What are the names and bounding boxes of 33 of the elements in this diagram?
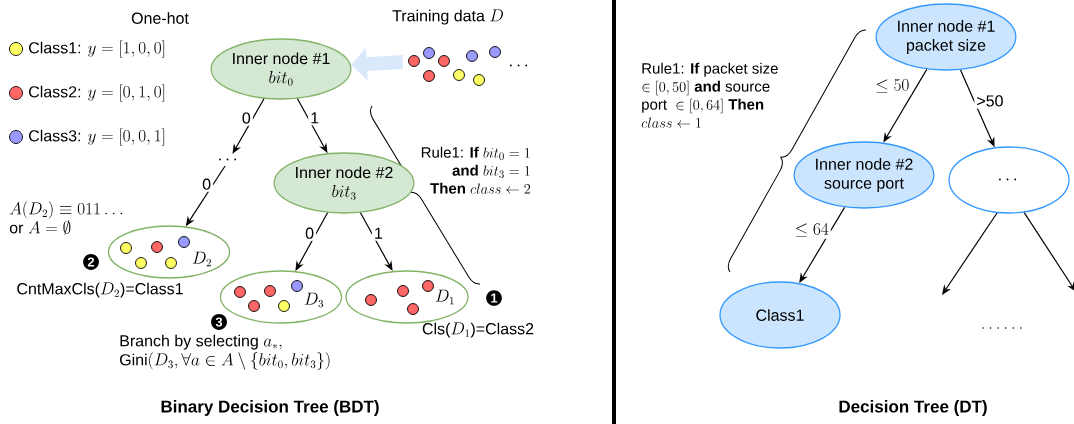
leaf-node: Class1	[719, 281, 841, 349]
annotation-text: $\begin{array}{l}\text{Branch by selecting }a_*,\\\mathrm{Gini}(D_3,\forall a\in A\setminus\{bit_0,bit_3\})\end{array}$	[120, 334, 330, 370]
arrow	[942, 212, 998, 295]
legend-text: $\text{Class2: }y=[0,1,0]$	[29, 84, 165, 102]
legend-text: $\text{Class3: }y=[0,0,1]$	[29, 128, 165, 146]
edge-label: >50	[974, 93, 1006, 109]
legend-heading: One-hot	[131, 12, 189, 24]
tree-node: $\cdots$	[948, 146, 1070, 214]
annotation-text: $\text{CntMaxCls(}D_2\text{)=Class1}$	[17, 282, 183, 298]
annotation-text: $\text{Cls(}D_1\text{)=Class2}$	[422, 322, 534, 338]
tree-node: Inner node #2 $bit_3$	[273, 152, 415, 214]
ellipsis: $\cdots$	[510, 64, 528, 67]
tree-node: Inner node #1 $bit_0$	[210, 38, 352, 100]
legend-text: $\text{Class1: }y=[1,0,0]$	[29, 40, 165, 58]
callout-number: 2	[83, 254, 99, 270]
edge-label: 1	[371, 225, 385, 241]
edge-label: 0	[239, 110, 253, 126]
panel-title: Binary Decision Tree (BDT)	[161, 400, 379, 416]
arrow	[1023, 212, 1074, 292]
edge-label: 0	[200, 176, 214, 192]
tree-node: Inner node #2 source port	[793, 141, 935, 209]
tree-node: Inner node #1 packet size	[875, 3, 1017, 71]
data-heading: $\text{Training data }D$	[392, 9, 503, 25]
ellipsis: $\ldots\ldots$	[982, 327, 1022, 329]
edge-label: $\leq 64$	[792, 221, 831, 239]
edge-label: $\leq 50$	[873, 77, 912, 95]
rule-text: $\begin{array}{l}\text{Rule1: }\textbf{If}\text{ packet size}\\\in[0,50]\ \textbf{and}\text{ source}\\\text{port }\in[0,64]\ \textbf{Then}\\class\leftarrow 1\end{array}$	[641, 62, 778, 128]
edge-label: 1	[308, 110, 322, 126]
arrow	[232, 98, 265, 154]
edge-label: 0	[303, 225, 317, 241]
panel-title: Decision Tree (DT)	[839, 400, 987, 416]
ellipsis: $\cdots$	[218, 158, 237, 161]
callout-number: 1	[486, 290, 502, 306]
